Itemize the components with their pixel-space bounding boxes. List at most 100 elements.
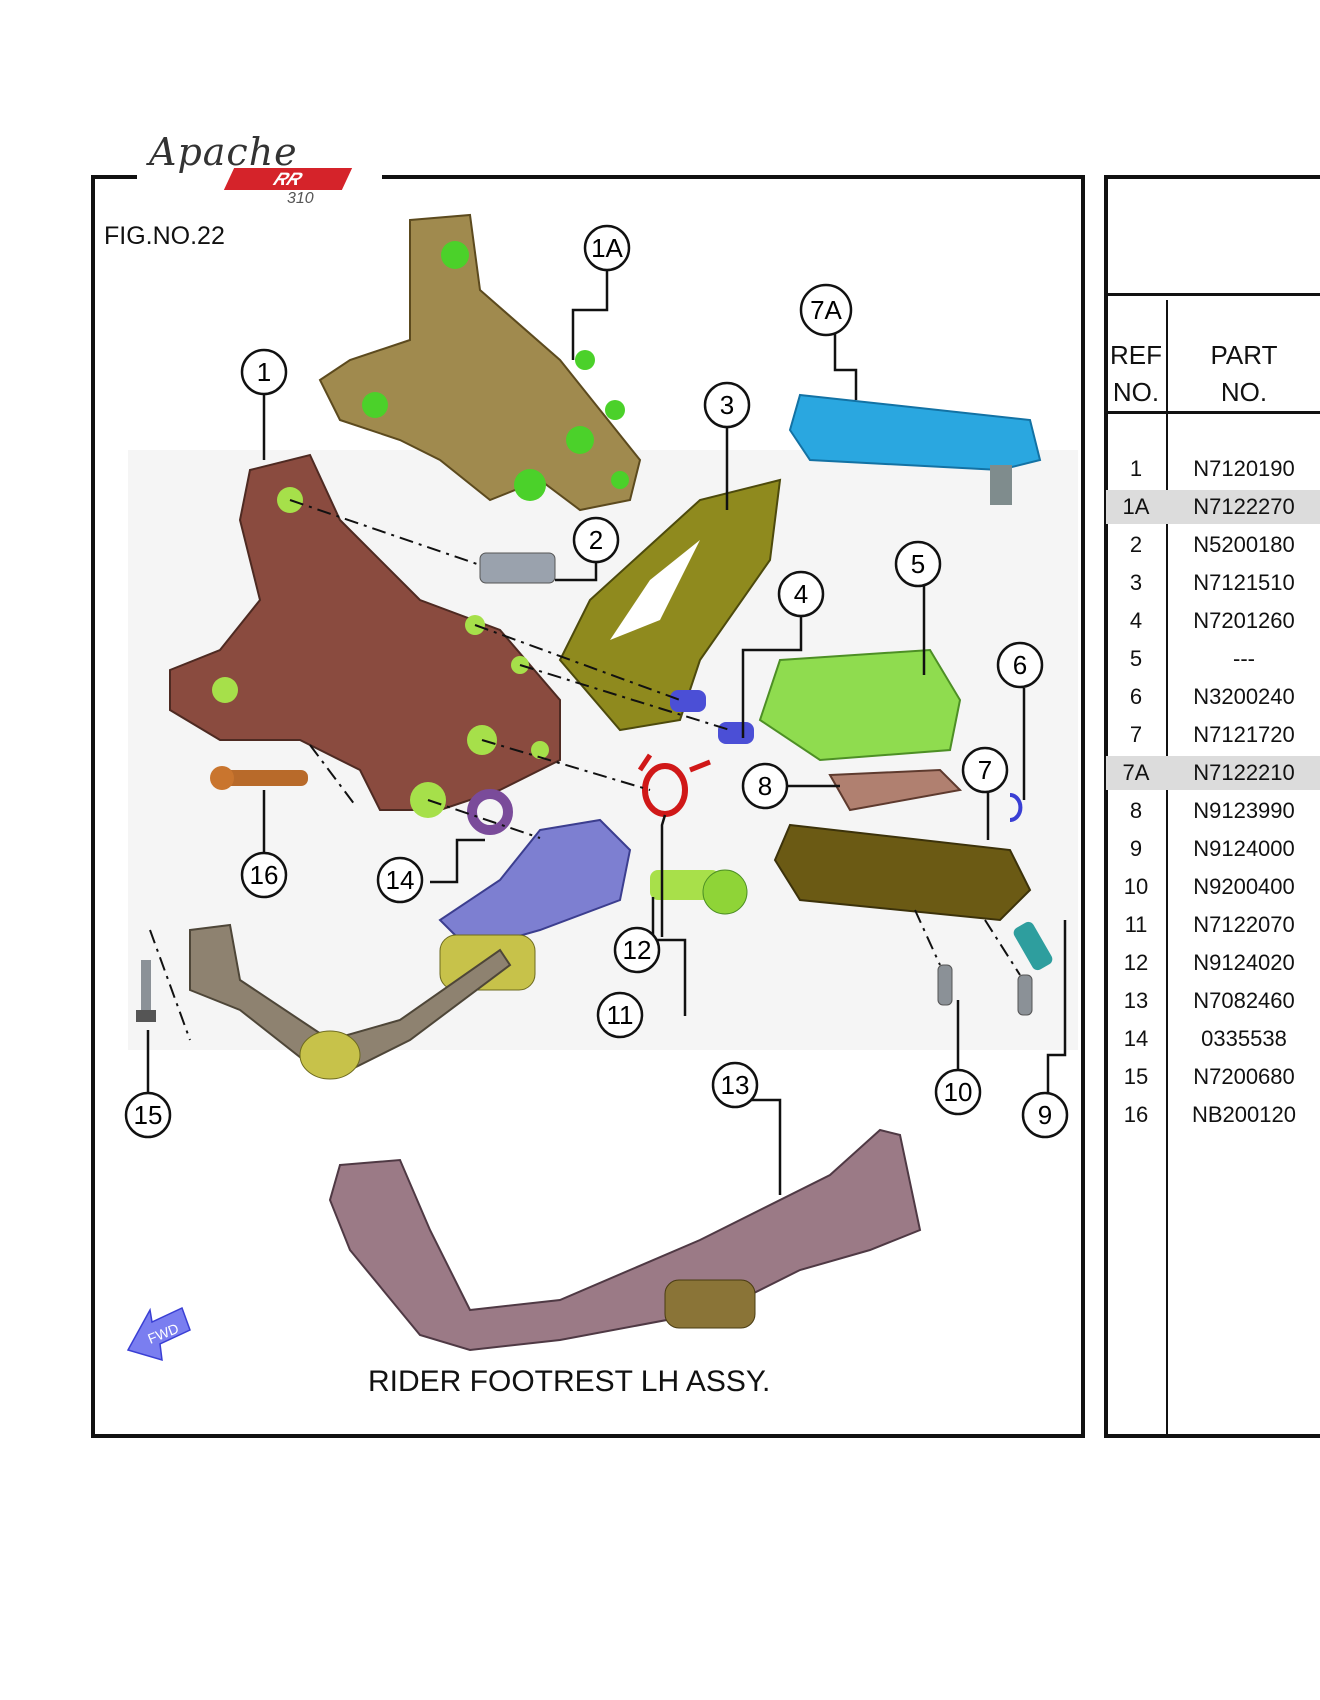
- part-5-rubber: [758, 648, 962, 762]
- ref-number-cell: 10: [1123, 874, 1149, 899]
- callout-12-label: 12: [623, 935, 652, 965]
- callout-10: 10: [934, 1068, 982, 1116]
- part-number-cell: N9124020: [1193, 950, 1295, 975]
- callout-4-label: 4: [794, 579, 808, 609]
- table-row: 1A N7122270: [1106, 490, 1320, 524]
- callout-7-label: 7: [978, 755, 992, 785]
- assembly-lines: [149, 499, 1021, 1041]
- callout-9: 9: [1021, 1091, 1069, 1139]
- callout-16: 16: [240, 851, 288, 899]
- callout-9-label: 9: [1038, 1100, 1052, 1130]
- part-number-cell: N7122070: [1193, 912, 1295, 937]
- callout-8-label: 8: [758, 771, 772, 801]
- part-number-cell: N7200680: [1193, 1064, 1295, 1089]
- callout-7a: 7A: [799, 283, 853, 337]
- table-header-divider: [1104, 411, 1320, 414]
- ref-number-cell: 5: [1129, 646, 1143, 671]
- table-row: 15 N7200680: [1106, 1060, 1320, 1094]
- part-12-spring: [637, 753, 711, 817]
- part-number-cell: N7122270: [1193, 494, 1295, 519]
- callout-15-label: 15: [134, 1100, 163, 1130]
- table-row: 5 ---: [1106, 642, 1320, 676]
- part-number-cell: 0335538: [1201, 1026, 1287, 1051]
- callout-8: 8: [741, 762, 789, 810]
- callout-16-label: 16: [250, 860, 279, 890]
- table-column-divider: [1166, 300, 1168, 1438]
- callout-7a-label: 7A: [810, 295, 842, 325]
- part-number-cell: NB200120: [1192, 1102, 1296, 1127]
- callout-3-label: 3: [720, 390, 734, 420]
- part-6-clip: [1009, 793, 1023, 822]
- table-row: 12 N9124020: [1106, 946, 1320, 980]
- part-number-cell: N7121720: [1193, 722, 1295, 747]
- part-number-cell: N7121510: [1193, 570, 1295, 595]
- part-number-cell: N7201260: [1193, 608, 1295, 633]
- table-row: 10 N9200400: [1106, 870, 1320, 904]
- table-row: 14 0335538: [1106, 1022, 1320, 1056]
- ref-number-cell: 4: [1129, 608, 1143, 633]
- callout-1: 1: [240, 348, 288, 396]
- ref-number-cell: 13: [1123, 988, 1149, 1013]
- part-2-bolt: [479, 552, 556, 584]
- ref-number-cell: 9: [1129, 836, 1143, 861]
- callout-12: 12: [613, 926, 661, 974]
- callout-15: 15: [124, 1091, 172, 1139]
- table-row: 9 N9124000: [1106, 832, 1320, 866]
- part-1a-bracket: [318, 213, 642, 512]
- callout-4: 4: [777, 570, 825, 618]
- table-row: 13 N7082460: [1106, 984, 1320, 1018]
- forward-arrow-icon: FWD: [126, 1306, 191, 1362]
- callout-13: 13: [711, 1061, 759, 1109]
- part-number-cell: N7082460: [1193, 988, 1295, 1013]
- header-ref-line2: NO.: [1112, 377, 1160, 407]
- part-15-bolt: [136, 960, 156, 1022]
- callout-1a-label: 1A: [591, 233, 623, 263]
- header-part-line1: PART: [1210, 340, 1278, 370]
- part-11-shaft: [650, 869, 748, 915]
- logo-wordmark: Apache: [149, 130, 298, 174]
- part-number-cell: N7120190: [1193, 456, 1295, 481]
- callout-11-label: 11: [607, 1000, 634, 1030]
- part-7a-footpeg: [788, 393, 1042, 505]
- callout-1-label: 1: [257, 357, 271, 387]
- ref-number-cell: 14: [1123, 1026, 1149, 1051]
- part-10-screws: [937, 964, 1033, 1016]
- callout-7: 7: [961, 746, 1009, 794]
- part-7-footpeg: [773, 823, 1032, 922]
- ref-number-cell: 2: [1129, 532, 1143, 557]
- gear-lever-linkage: [189, 818, 632, 1080]
- figure-caption: RIDER FOOTREST LH ASSY.: [368, 1365, 771, 1398]
- callout-5-label: 5: [911, 549, 925, 579]
- part-number-cell: N9124000: [1193, 836, 1295, 861]
- ref-number-cell: 11: [1124, 912, 1148, 937]
- figure-number: FIG.NO.22: [104, 222, 225, 250]
- callout-1a: 1A: [583, 224, 631, 272]
- part-8-plate: [828, 768, 963, 812]
- part-number-cell: N9200400: [1193, 874, 1295, 899]
- callout-6-label: 6: [1013, 650, 1027, 680]
- part-number-cell: N3200240: [1193, 684, 1295, 709]
- table-row: 8 N9123990: [1106, 794, 1320, 828]
- ref-number-cell: 8: [1129, 798, 1143, 823]
- part-number-cell: N9123990: [1193, 798, 1295, 823]
- ref-number-cell: 1A: [1122, 494, 1150, 519]
- logo-model-number: 310: [287, 190, 314, 207]
- part-16-pin: [210, 766, 308, 790]
- brand-logo: Apache RR 310: [137, 130, 382, 210]
- table-row: 4 N7201260: [1106, 604, 1320, 638]
- ref-number-cell: 15: [1123, 1064, 1149, 1089]
- part-number-cell: ---: [1233, 646, 1255, 671]
- part-3-heel-guard: [558, 478, 782, 732]
- callout-11: 11: [596, 991, 644, 1039]
- ref-number-cell: 12: [1123, 950, 1149, 975]
- table-divider-top: [1104, 293, 1320, 296]
- part-number-cell: N5200180: [1193, 532, 1295, 557]
- header-ref-line1: REF: [1110, 340, 1162, 370]
- callout-6: 6: [996, 641, 1044, 689]
